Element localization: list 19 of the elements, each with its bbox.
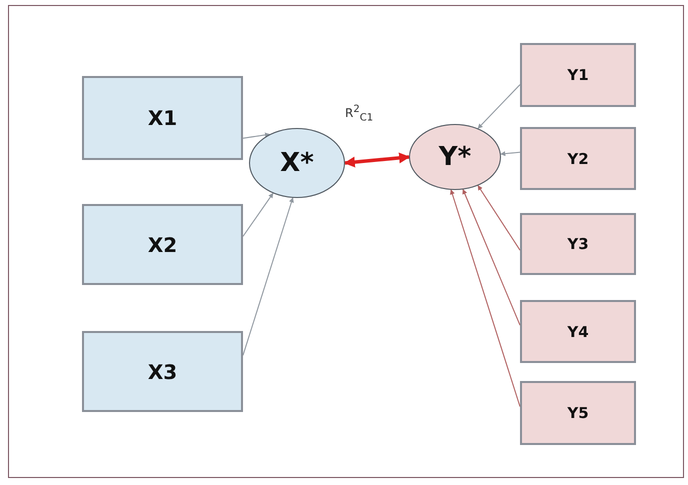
indicator-box: X1 [82, 76, 243, 160]
indicator-box: Y2 [520, 127, 636, 190]
arrow [242, 197, 294, 356]
arrow [500, 151, 520, 156]
arrow [242, 132, 270, 139]
indicator-box: Y3 [520, 213, 636, 275]
arrow [242, 192, 274, 237]
indicator-box: X2 [82, 204, 243, 285]
indicator-box: Y4 [520, 300, 636, 363]
indicator-box: Y1 [520, 43, 636, 107]
latent-variable-ellipse: Y* [409, 124, 501, 190]
arrow [462, 189, 520, 326]
latent-variable-ellipse: X* [249, 128, 345, 198]
arrow [344, 152, 410, 168]
arrow [450, 189, 520, 408]
arrow [478, 84, 520, 129]
indicator-box: X3 [82, 331, 243, 412]
indicator-box: Y5 [520, 381, 636, 445]
arrow [478, 185, 520, 251]
